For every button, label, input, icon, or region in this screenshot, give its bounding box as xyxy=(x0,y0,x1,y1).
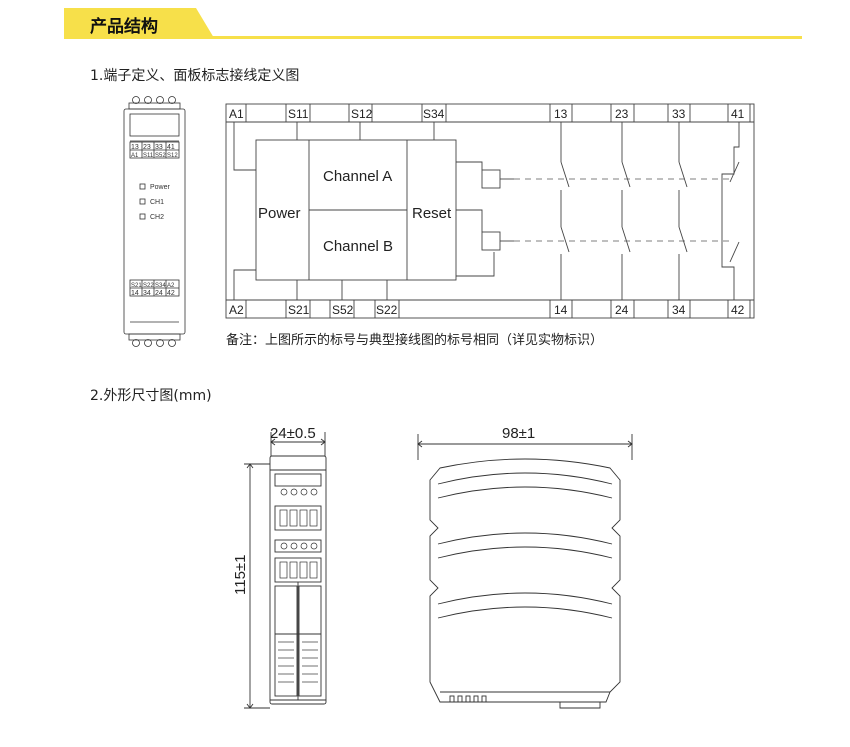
term-label-bottom: 34 xyxy=(672,303,686,317)
fp-top-term: S11 xyxy=(143,153,154,159)
header-accent xyxy=(64,8,214,38)
block-power-label: Power xyxy=(258,205,301,222)
header-title: 产品结构 xyxy=(90,17,158,37)
term-label-bottom: S22 xyxy=(376,303,398,317)
section1-title: 1.端子定义、面板标志接线定义图 xyxy=(90,68,300,84)
front-dimension-drawing: 24±0.5 115±1 xyxy=(232,425,327,709)
term-label-bottom: 14 xyxy=(554,303,568,317)
term-label-top: 33 xyxy=(672,107,686,121)
fp-bottom-term: A2 xyxy=(167,283,175,289)
term-label-top: S11 xyxy=(288,107,309,121)
section2-title: 2.外形尺寸图(mm) xyxy=(90,388,212,404)
term-label-bottom: 24 xyxy=(615,303,629,317)
led-label-ch2: CH2 xyxy=(150,214,164,221)
term-label-bottom: S52 xyxy=(332,303,354,317)
fp-bottom-term: S34 xyxy=(155,283,166,289)
term-label-top: 23 xyxy=(615,107,629,121)
term-label-top: 41 xyxy=(731,107,745,121)
led-label-ch1: CH1 xyxy=(150,199,164,206)
fp-top-term: 13 xyxy=(131,144,139,151)
side-dimension-drawing: 98±1 xyxy=(417,425,633,709)
section-header: 产品结构 xyxy=(64,8,214,38)
fp-bottom-term: 14 xyxy=(131,290,139,297)
wiring-note: 备注：上图所示的标号与典型接线图的标号相同（详见实物标识） xyxy=(226,333,604,348)
fp-top-term: 23 xyxy=(143,144,151,151)
term-label-bottom: A2 xyxy=(229,303,244,317)
wiring-diagram: A1 S11 S12 S34 13 23 33 41 A2 S21 S52 S2… xyxy=(225,103,755,319)
fp-top-term: 33 xyxy=(155,144,163,151)
fp-bottom-term: 34 xyxy=(143,290,151,297)
term-label-bottom: S21 xyxy=(288,303,310,317)
fp-bottom-term: S22 xyxy=(143,283,154,289)
term-label-top: S12 xyxy=(351,107,373,121)
fp-top-term: A1 xyxy=(131,153,139,159)
term-label-top: 13 xyxy=(554,107,568,121)
block-channel-b-label: Channel B xyxy=(323,238,393,255)
fp-top-term: 41 xyxy=(167,144,175,151)
fp-top-term: S52 xyxy=(155,153,166,159)
term-label-top: S34 xyxy=(423,107,445,121)
fp-bottom-term: S21 xyxy=(131,283,142,289)
header-underline xyxy=(64,36,802,39)
term-label-bottom: 42 xyxy=(731,303,745,317)
block-channel-a-label: Channel A xyxy=(323,168,392,185)
block-reset-label: Reset xyxy=(412,205,452,222)
dim-depth-label: 98±1 xyxy=(502,425,535,442)
fp-bottom-term: 42 xyxy=(167,290,175,297)
term-label-top: A1 xyxy=(229,107,244,121)
dim-height-label: 115±1 xyxy=(232,555,249,596)
fp-bottom-term: 24 xyxy=(155,290,163,297)
dim-width-label: 24±0.5 xyxy=(270,425,316,442)
front-panel-diagram: 13 23 33 41 A1 S11 S52 S12 Power CH1 CH2… xyxy=(123,96,186,347)
fp-top-term: S12 xyxy=(167,153,178,159)
led-label-power: Power xyxy=(150,184,171,191)
